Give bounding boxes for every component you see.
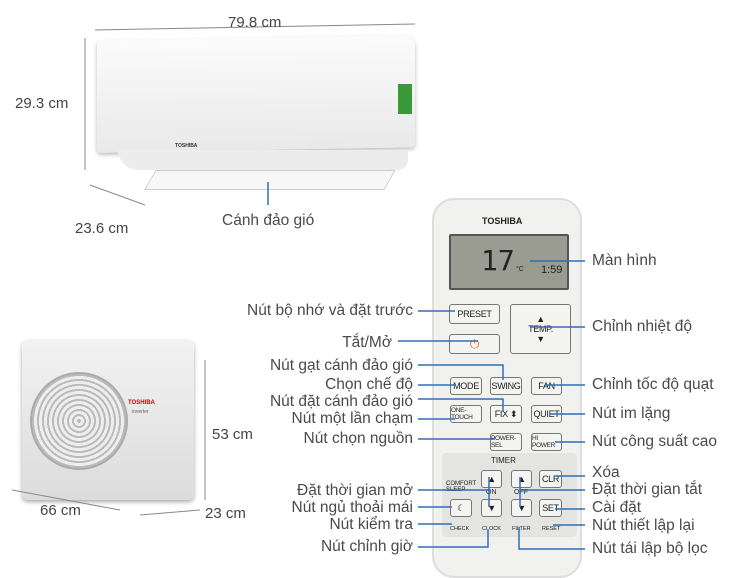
filter-button[interactable]: FILTER xyxy=(512,526,531,532)
indoor-brand: TOSHIBA xyxy=(175,143,198,149)
callout-filter: Nút tái lập bộ lọc xyxy=(592,540,708,557)
indoor-depth-label: 23.6 cm xyxy=(75,220,129,237)
comfort-sleep-button[interactable]: ☾ xyxy=(450,499,472,517)
outdoor-width-label: 66 cm xyxy=(40,502,81,519)
on-up-button[interactable]: ▲ xyxy=(481,470,502,488)
arrow-up-icon: ▲ xyxy=(517,474,526,484)
mode-button[interactable]: MODE xyxy=(450,377,482,395)
temp-label: TEMP. xyxy=(528,324,553,334)
callout-swing: Nút gạt cánh đảo gió xyxy=(269,357,413,374)
fan-button[interactable]: FAN xyxy=(531,377,562,395)
callout-comfort-sleep: Nút ngủ thoải mái xyxy=(291,499,414,516)
callout-one-touch: Nút một lần chạm xyxy=(291,410,413,427)
set-button[interactable]: SET xyxy=(539,499,562,517)
outdoor-brand: TOSHIBA xyxy=(128,400,155,406)
callout-set: Cài đặt xyxy=(592,499,642,516)
callout-mode: Chọn chế độ xyxy=(325,376,413,393)
callout-preset: Nút bộ nhớ và đặt trước xyxy=(247,302,413,319)
sleep-icon: ☾ xyxy=(457,502,465,513)
energy-label xyxy=(398,84,412,114)
power-button[interactable]: ⏻ xyxy=(449,334,500,354)
callout-screen: Màn hình xyxy=(592,252,657,269)
callout-power: Tắt/Mở xyxy=(342,334,392,351)
louver-label: Cánh đảo gió xyxy=(222,212,315,229)
callout-lines xyxy=(11,23,585,550)
outdoor-height-label: 53 cm xyxy=(212,426,253,443)
arrow-down-icon: ▼ xyxy=(487,503,496,513)
preset-button[interactable]: PRESET xyxy=(449,304,500,324)
off-up-button[interactable]: ▲ xyxy=(511,470,532,488)
swing-button[interactable]: SWING xyxy=(490,377,522,395)
arrow-down-icon: ▼ xyxy=(517,503,526,513)
off-down-button[interactable]: ▼ xyxy=(511,499,532,517)
on-down-button[interactable]: ▼ xyxy=(481,499,502,517)
power-sel-button[interactable]: POWER-SEL xyxy=(490,433,522,451)
lcd-unit: °C xyxy=(516,266,524,273)
callout-clock: Nút chỉnh giờ xyxy=(320,538,413,555)
remote-brand: TOSHIBA xyxy=(482,216,523,226)
callout-timer-on: Đặt thời gian mở xyxy=(297,482,413,499)
callout-quiet: Nút im lặng xyxy=(592,405,671,422)
callout-fix: Nút đặt cánh đảo gió xyxy=(269,393,413,410)
check-button[interactable]: CHECK xyxy=(450,526,470,532)
callout-reset: Nút thiết lập lại xyxy=(592,517,695,534)
clock-button[interactable]: CLOCK xyxy=(482,526,501,532)
arrow-up-icon: ▲ xyxy=(536,314,545,324)
callout-temp: Chỉnh nhiệt độ xyxy=(592,318,692,335)
temp-button[interactable]: ▲ TEMP. ▼ xyxy=(510,304,571,354)
one-touch-button[interactable]: ONE-TOUCH xyxy=(450,405,482,423)
lcd-temp: 17 xyxy=(481,244,515,277)
callout-timer-off: Đặt thời gian tắt xyxy=(592,481,703,498)
timer-label: TIMER xyxy=(491,456,516,465)
lcd-screen: 17 °C 1:59 xyxy=(449,234,569,290)
outdoor-sub: inverter xyxy=(132,409,149,415)
indoor-width-label: 79.8 cm xyxy=(228,14,282,31)
dimension-lines xyxy=(11,23,416,516)
fix-button[interactable]: FIX ⬍ xyxy=(490,405,522,423)
timer-panel xyxy=(442,453,577,537)
on-label: ON xyxy=(486,489,497,496)
clr-button[interactable]: CLR xyxy=(539,470,562,488)
lcd-time: 1:59 xyxy=(541,264,563,276)
callout-check: Nút kiểm tra xyxy=(329,516,413,533)
callout-power-sel: Nút chọn nguồn xyxy=(303,430,413,447)
outdoor-depth-label: 23 cm xyxy=(205,505,246,522)
power-icon: ⏻ xyxy=(469,336,480,351)
off-label: OFF xyxy=(514,489,528,496)
callout-fan: Chỉnh tốc độ quạt xyxy=(592,376,714,393)
fan-grille xyxy=(30,372,128,470)
arrow-down-icon: ▼ xyxy=(536,334,545,344)
callout-clr: Xóa xyxy=(592,464,620,481)
reset-button[interactable]: RESET xyxy=(542,526,561,532)
indoor-height-label: 29.3 cm xyxy=(15,95,69,112)
arrow-up-icon: ▲ xyxy=(487,474,496,484)
callout-hi-power: Nút công suất cao xyxy=(592,433,717,450)
